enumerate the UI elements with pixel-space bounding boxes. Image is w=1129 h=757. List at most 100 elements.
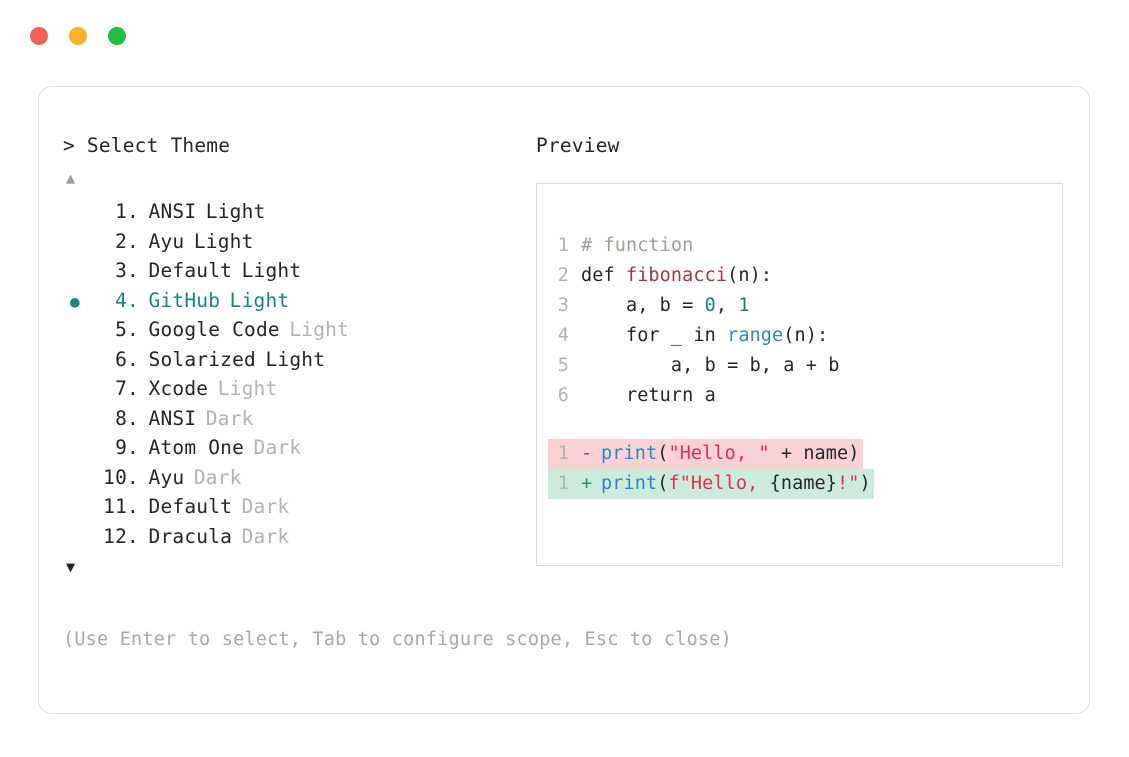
- code-token: (: [657, 473, 669, 494]
- code-token: 0: [704, 295, 716, 316]
- theme-item-name: Ayu: [148, 465, 185, 489]
- theme-item-index: 3.: [115, 259, 139, 282]
- theme-item-index: 2.: [115, 229, 139, 253]
- code-token: !": [837, 473, 860, 494]
- code-token: {name}: [769, 473, 838, 494]
- line-number: 5: [557, 355, 569, 376]
- theme-item-variant: Light: [205, 200, 266, 223]
- theme-item-variant: Light: [217, 377, 278, 400]
- theme-item-name: Solarized: [148, 347, 256, 371]
- line-number: 1: [557, 473, 569, 494]
- code-line-content: print("Hello, " + name): [601, 439, 860, 469]
- code-line-content: for _ in range(n):: [581, 321, 828, 351]
- code-token: fibonacci: [625, 265, 728, 286]
- line-number: 1: [557, 235, 569, 256]
- theme-list-item[interactable]: 10. Ayu Dark: [63, 463, 533, 493]
- code-line-content: def fibonacci(n):: [581, 261, 772, 291]
- code-token: (n):: [783, 325, 829, 346]
- code-line-content: # function: [581, 231, 693, 261]
- line-number: 1: [557, 443, 569, 464]
- code-token: f"Hello,: [668, 473, 770, 494]
- theme-list-item[interactable]: 2. Ayu Light: [63, 227, 533, 257]
- code-line-content: print(f"Hello, {name}!"): [601, 469, 871, 499]
- theme-item-index: 1.: [115, 200, 139, 223]
- code-line: 3 a, b = 0, 1: [556, 291, 1054, 321]
- theme-item-index: 10.: [103, 465, 139, 489]
- diff-line-add: 1 + print(f"Hello, {name}!"): [548, 469, 874, 499]
- code-line-content: a, b = b, a + b: [581, 351, 839, 381]
- code-spacer: [556, 411, 1054, 439]
- code-token: a, b =: [581, 295, 705, 316]
- theme-item-variant: Light: [193, 229, 254, 253]
- theme-item-name: Atom One: [148, 436, 245, 459]
- scroll-up-icon[interactable]: ▲: [66, 169, 76, 187]
- code-token: range: [727, 325, 784, 346]
- theme-list-item[interactable]: 3. Default Light: [63, 256, 533, 286]
- diff-sign: +: [581, 473, 593, 494]
- code-token: def: [581, 265, 626, 286]
- code-token: print: [601, 473, 658, 494]
- code-token: for _ in: [581, 325, 728, 346]
- line-number: 3: [557, 295, 569, 316]
- theme-item-name: Xcode: [148, 377, 209, 400]
- code-line: 4 for _ in range(n):: [556, 321, 1054, 351]
- code-line: 2 def fibonacci(n):: [556, 261, 1054, 291]
- theme-item-name: Google Code: [148, 318, 280, 341]
- code-token: 1: [738, 295, 750, 316]
- code-line-content: return a: [581, 381, 716, 411]
- theme-item-name: Default: [148, 259, 233, 282]
- theme-list-item[interactable]: 6. Solarized Light: [63, 345, 533, 375]
- close-dot[interactable]: [30, 27, 48, 45]
- scroll-down-icon[interactable]: ▼: [66, 558, 76, 576]
- selected-bullet-icon: ●: [70, 291, 80, 311]
- theme-item-name: Dracula: [148, 524, 233, 548]
- theme-item-index: 4.: [115, 288, 139, 312]
- code-token: + name): [769, 443, 860, 464]
- page-title: > Select Theme: [63, 134, 231, 157]
- theme-item-variant: Dark: [241, 524, 290, 548]
- code-token: (n):: [727, 265, 773, 286]
- maximize-dot[interactable]: [108, 27, 126, 45]
- code-line: 5 a, b = b, a + b: [556, 351, 1054, 381]
- theme-item-variant: Dark: [193, 465, 242, 489]
- line-number: 6: [557, 385, 569, 406]
- theme-item-index: 12.: [103, 524, 139, 548]
- theme-item-index: 9.: [115, 436, 139, 459]
- theme-item-variant: Light: [265, 347, 326, 371]
- code-token: (: [657, 443, 669, 464]
- code-line-content: a, b = 0, 1: [581, 291, 750, 321]
- theme-item-index: 5.: [115, 318, 139, 341]
- code-token: # function: [581, 235, 694, 256]
- code-token: ): [859, 473, 871, 494]
- theme-item-index: 11.: [103, 495, 139, 518]
- theme-list-item[interactable]: 12. Dracula Dark: [63, 522, 533, 552]
- theme-item-index: 6.: [115, 347, 139, 371]
- keyboard-hint: (Use Enter to select, Tab to configure s…: [63, 629, 732, 650]
- diff-line-del: 1-print("Hello, " + name): [548, 439, 863, 469]
- preview-title: Preview: [536, 134, 620, 157]
- theme-item-variant: Dark: [241, 495, 290, 518]
- theme-item-variant: Dark: [205, 406, 254, 430]
- code-token: a, b = b, a + b: [581, 355, 840, 376]
- line-number: 4: [557, 325, 569, 346]
- window-titlebar: [0, 0, 1129, 72]
- code-token: print: [601, 443, 658, 464]
- minimize-dot[interactable]: [69, 27, 87, 45]
- diff-sign: -: [581, 443, 593, 464]
- theme-item-name: Ayu: [148, 229, 185, 253]
- line-number: 2: [557, 265, 569, 286]
- theme-item-variant: Light: [241, 259, 302, 282]
- theme-item-name: GitHub: [148, 288, 221, 312]
